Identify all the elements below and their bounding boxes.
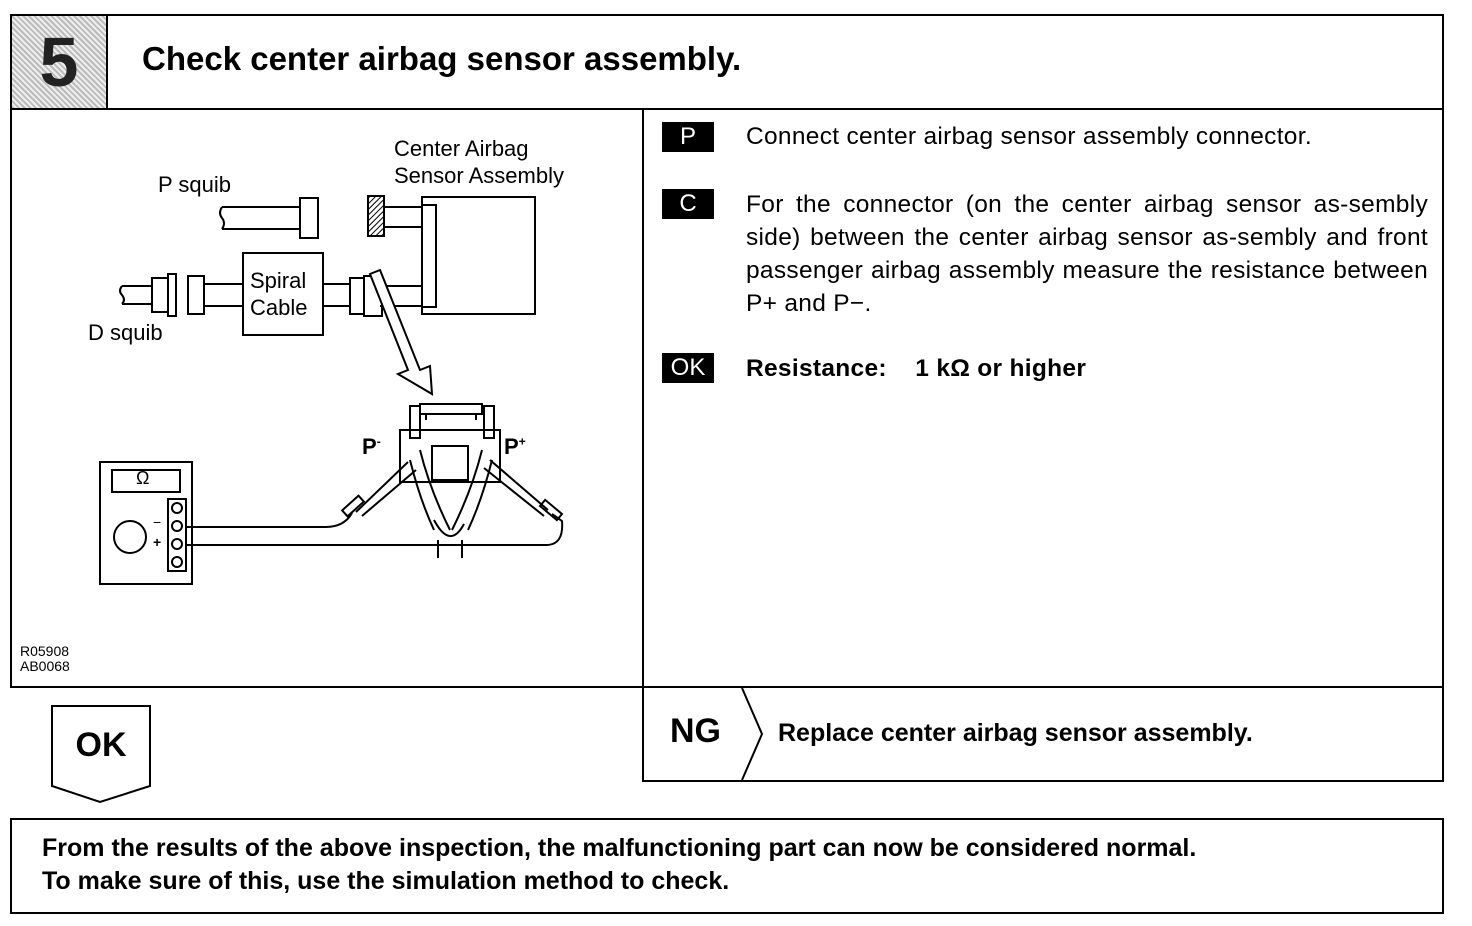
label-center-airbag-2: Sensor Assembly — [394, 163, 564, 188]
label-p-plus: P+ — [504, 434, 526, 459]
p-squib-connector — [219, 197, 319, 239]
ohm-symbol: Ω — [136, 468, 150, 488]
meter-plus-mark: + — [153, 534, 162, 550]
note-line-2: To make sure of this, use the simulation… — [42, 867, 730, 895]
figure-code-2: AB0068 — [20, 658, 70, 674]
arrow-to-connector — [368, 268, 434, 396]
d-squib-connector — [119, 273, 243, 317]
center-airbag-sensor — [380, 196, 536, 315]
note-box — [10, 818, 1444, 914]
label-p-squib: P squib — [158, 172, 231, 197]
lead-plus — [186, 513, 564, 546]
tag-p: P — [662, 122, 714, 152]
meter-minus-mark: − — [153, 514, 162, 530]
ng-box — [642, 686, 1444, 782]
probe-plus — [483, 459, 549, 517]
spiral-cable-box — [242, 252, 324, 336]
multimeter — [99, 461, 193, 585]
resistance-spec: Resistance: 1 kΩ or higher — [746, 352, 1428, 385]
label-center-airbag-1: Center Airbag — [394, 136, 529, 161]
label-d-squib: D squib — [88, 320, 163, 345]
ng-divider-chevron — [741, 688, 764, 780]
label-cable: Cable — [250, 295, 308, 320]
tag-ok: OK — [662, 353, 714, 383]
ng-label: NG — [670, 712, 721, 750]
step-number: 5 — [39, 23, 79, 101]
label-p-minus: P- — [362, 434, 381, 459]
lead-minus — [186, 512, 353, 528]
wiring-diagram — [99, 195, 564, 585]
page-title: Check center airbag sensor assembly. — [142, 40, 742, 77]
ok-label: OK — [75, 726, 127, 764]
figure-code-1: R05908 — [20, 643, 70, 659]
resistance-value: 1 kΩ or higher — [915, 355, 1087, 382]
instruction-connect: Connect center airbag sensor assembly co… — [746, 123, 1312, 150]
note-line-1: From the results of the above inspection… — [42, 834, 1197, 862]
tag-c: C — [662, 189, 714, 219]
resistance-label: Resistance: — [746, 355, 887, 382]
step-number-badge: 5 — [12, 16, 108, 108]
sensor-connector-hatched — [367, 195, 385, 237]
ng-action: Replace center airbag sensor assembly. — [778, 719, 1253, 747]
instruction-measure: For the connector (on the center airbag … — [746, 191, 1428, 317]
ok-box-shape — [51, 705, 151, 804]
label-spiral: Spiral — [250, 268, 307, 293]
probe-minus — [355, 461, 417, 517]
connector-detail — [399, 403, 501, 558]
